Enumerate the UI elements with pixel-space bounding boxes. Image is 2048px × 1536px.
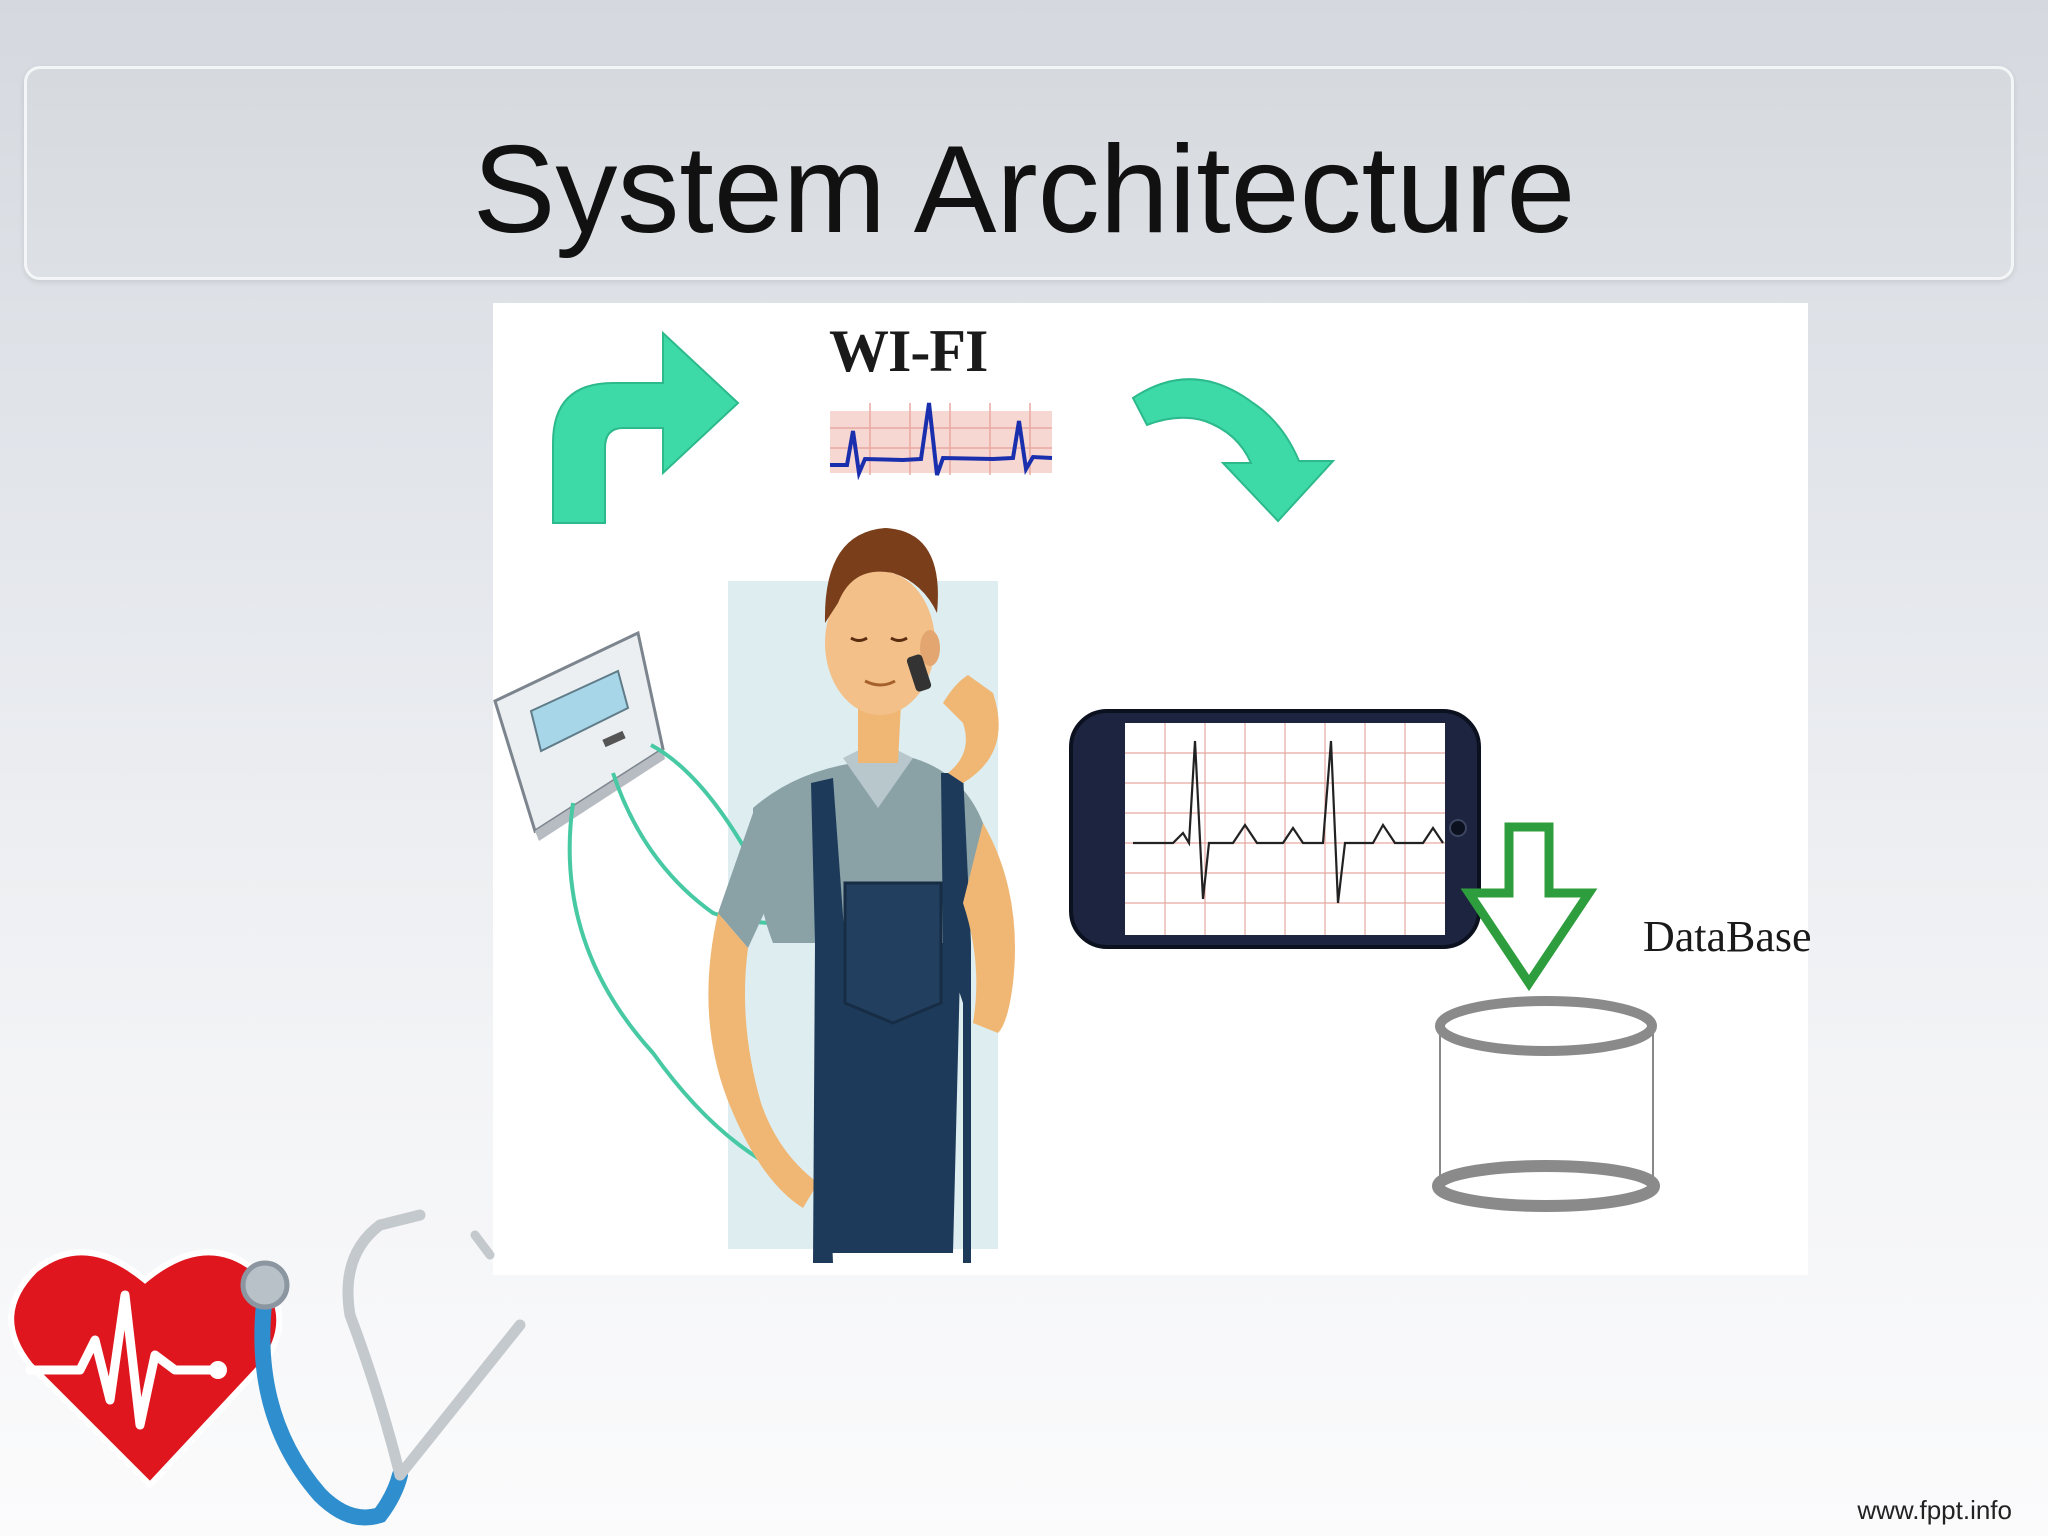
ecg-waveform-icon: [830, 402, 1053, 481]
ecg-monitor-device-icon: [493, 630, 665, 841]
curved-arrow-down-icon: [1131, 378, 1336, 523]
person-on-phone-icon: [708, 528, 1015, 1263]
footer-url: www.fppt.info: [1857, 1495, 2012, 1525]
architecture-diagram: WI-FI DataBase: [493, 303, 1812, 1275]
title-bar: [24, 66, 2014, 280]
smartphone-ecg-icon: [1069, 709, 1481, 949]
wifi-label: WI-FI: [829, 318, 988, 384]
curved-arrow-up-icon: [552, 330, 740, 524]
database-cylinder-icon: [1432, 996, 1660, 1212]
database-label: DataBase: [1643, 912, 1812, 961]
heart-stethoscope-icon: [8, 1209, 526, 1526]
diagram-graphics: [493, 330, 1660, 1263]
page-title: System Architecture: [472, 121, 1576, 259]
down-arrow-icon: [1460, 822, 1598, 992]
